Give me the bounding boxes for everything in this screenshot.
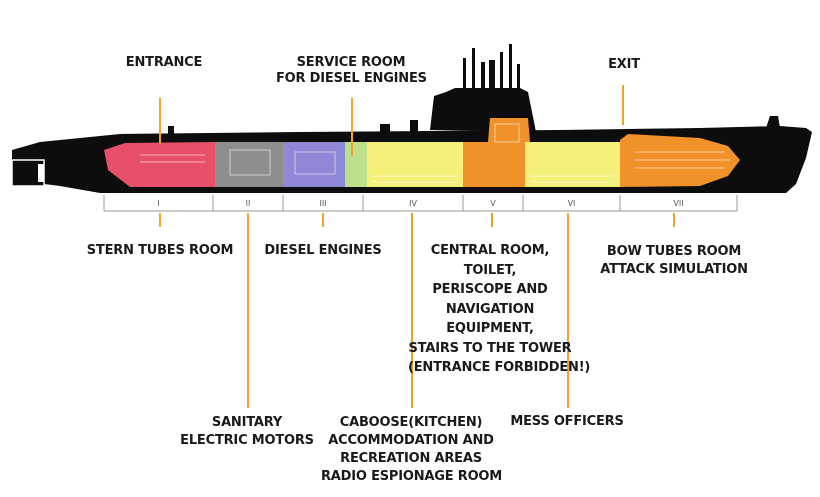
label-line: ACCOMMODATION AND bbox=[328, 433, 494, 448]
leader-line-diesel-engines bbox=[322, 213, 324, 227]
section-label: VI bbox=[567, 199, 576, 208]
bow-detail bbox=[766, 116, 780, 128]
mast bbox=[509, 44, 512, 90]
section-label: V bbox=[490, 199, 496, 208]
label-line: ENTRANCE bbox=[125, 55, 203, 70]
label-line: EXIT bbox=[608, 57, 640, 72]
mast bbox=[481, 62, 485, 90]
label-line: RECREATION AREAS bbox=[340, 451, 482, 466]
room-sanitary-motors bbox=[215, 142, 283, 187]
section-label: I bbox=[157, 199, 160, 208]
label-line: TOILET, bbox=[463, 262, 517, 278]
leader-line-caboose bbox=[411, 213, 413, 408]
leader-line-service-room bbox=[351, 98, 353, 156]
deck-detail bbox=[168, 126, 174, 134]
section-label: II bbox=[245, 199, 251, 208]
section-label: IV bbox=[409, 199, 417, 208]
mast bbox=[489, 60, 495, 90]
label-line: CENTRAL ROOM, bbox=[430, 243, 550, 258]
label-diesel-engines: DIESEL ENGINES bbox=[261, 243, 385, 259]
label-line: SERVICE ROOM bbox=[296, 55, 406, 70]
label-line: SANITARY bbox=[211, 415, 283, 430]
section-scale bbox=[103, 195, 738, 212]
room-stern-tubes bbox=[104, 142, 215, 187]
label-line: RADIO ESPIONAGE ROOM bbox=[321, 469, 503, 484]
room-diesel-engines bbox=[283, 142, 345, 187]
label-entrance: ENTRANCE bbox=[114, 55, 214, 71]
mast bbox=[517, 64, 520, 90]
leader-line-sanitary bbox=[247, 213, 249, 408]
label-line: ATTACK SIMULATION bbox=[600, 262, 748, 277]
leader-line-bow-tubes bbox=[673, 213, 675, 227]
label-line: STERN TUBES ROOM bbox=[86, 243, 234, 258]
mast bbox=[463, 58, 466, 90]
leader-line-exit bbox=[622, 85, 624, 125]
label-line: ELECTRIC MOTORS bbox=[180, 433, 314, 448]
room-mess-officers bbox=[525, 142, 620, 187]
label-line: CABOOSE(KITCHEN) bbox=[339, 415, 483, 430]
deck-detail bbox=[410, 120, 418, 134]
deck-detail bbox=[380, 124, 390, 134]
label-line: FOR DIESEL ENGINES bbox=[276, 71, 427, 86]
interior-details bbox=[140, 123, 730, 183]
room-central bbox=[463, 118, 530, 187]
label-stern-tubes: STERN TUBES ROOM bbox=[82, 243, 238, 259]
label-bow-tubes: BOW TUBES ROOM ATTACK SIMULATION bbox=[596, 243, 752, 279]
label-exit: EXIT bbox=[594, 57, 654, 73]
label-caboose: CABOOSE(KITCHEN) ACCOMMODATION AND RECRE… bbox=[321, 414, 503, 486]
leader-line-entrance bbox=[159, 98, 161, 144]
label-line: DIESEL ENGINES bbox=[264, 243, 382, 258]
section-label: VII bbox=[673, 199, 684, 208]
label-sanitary: SANITARY ELECTRIC MOTORS bbox=[177, 414, 317, 450]
label-service-room: SERVICE ROOM FOR DIESEL ENGINES bbox=[276, 55, 427, 87]
stern-fin-detail bbox=[38, 164, 44, 182]
label-line: STAIRS TO THE TOWER bbox=[408, 340, 572, 356]
label-central-room: CENTRAL ROOM, TOILET, PERISCOPE AND NAVI… bbox=[408, 241, 591, 378]
label-line: MESS OFFICERS bbox=[510, 414, 624, 429]
label-line: NAVIGATION bbox=[445, 301, 535, 317]
leader-line-stern-tubes bbox=[159, 213, 161, 227]
leader-line-mess-officers bbox=[567, 213, 569, 408]
room-caboose bbox=[367, 142, 463, 187]
mast bbox=[500, 52, 503, 90]
label-line: PERISCOPE AND bbox=[432, 282, 548, 297]
label-line: BOW TUBES ROOM bbox=[606, 244, 742, 259]
label-line: (ENTRANCE FORBIDDEN!) bbox=[408, 360, 591, 375]
label-mess-officers: MESS OFFICERS bbox=[509, 414, 625, 430]
room-service bbox=[345, 142, 367, 187]
mast bbox=[472, 48, 475, 90]
leader-line-central-room bbox=[491, 213, 493, 227]
label-line: EQUIPMENT, bbox=[446, 321, 534, 336]
section-label: III bbox=[319, 199, 327, 208]
